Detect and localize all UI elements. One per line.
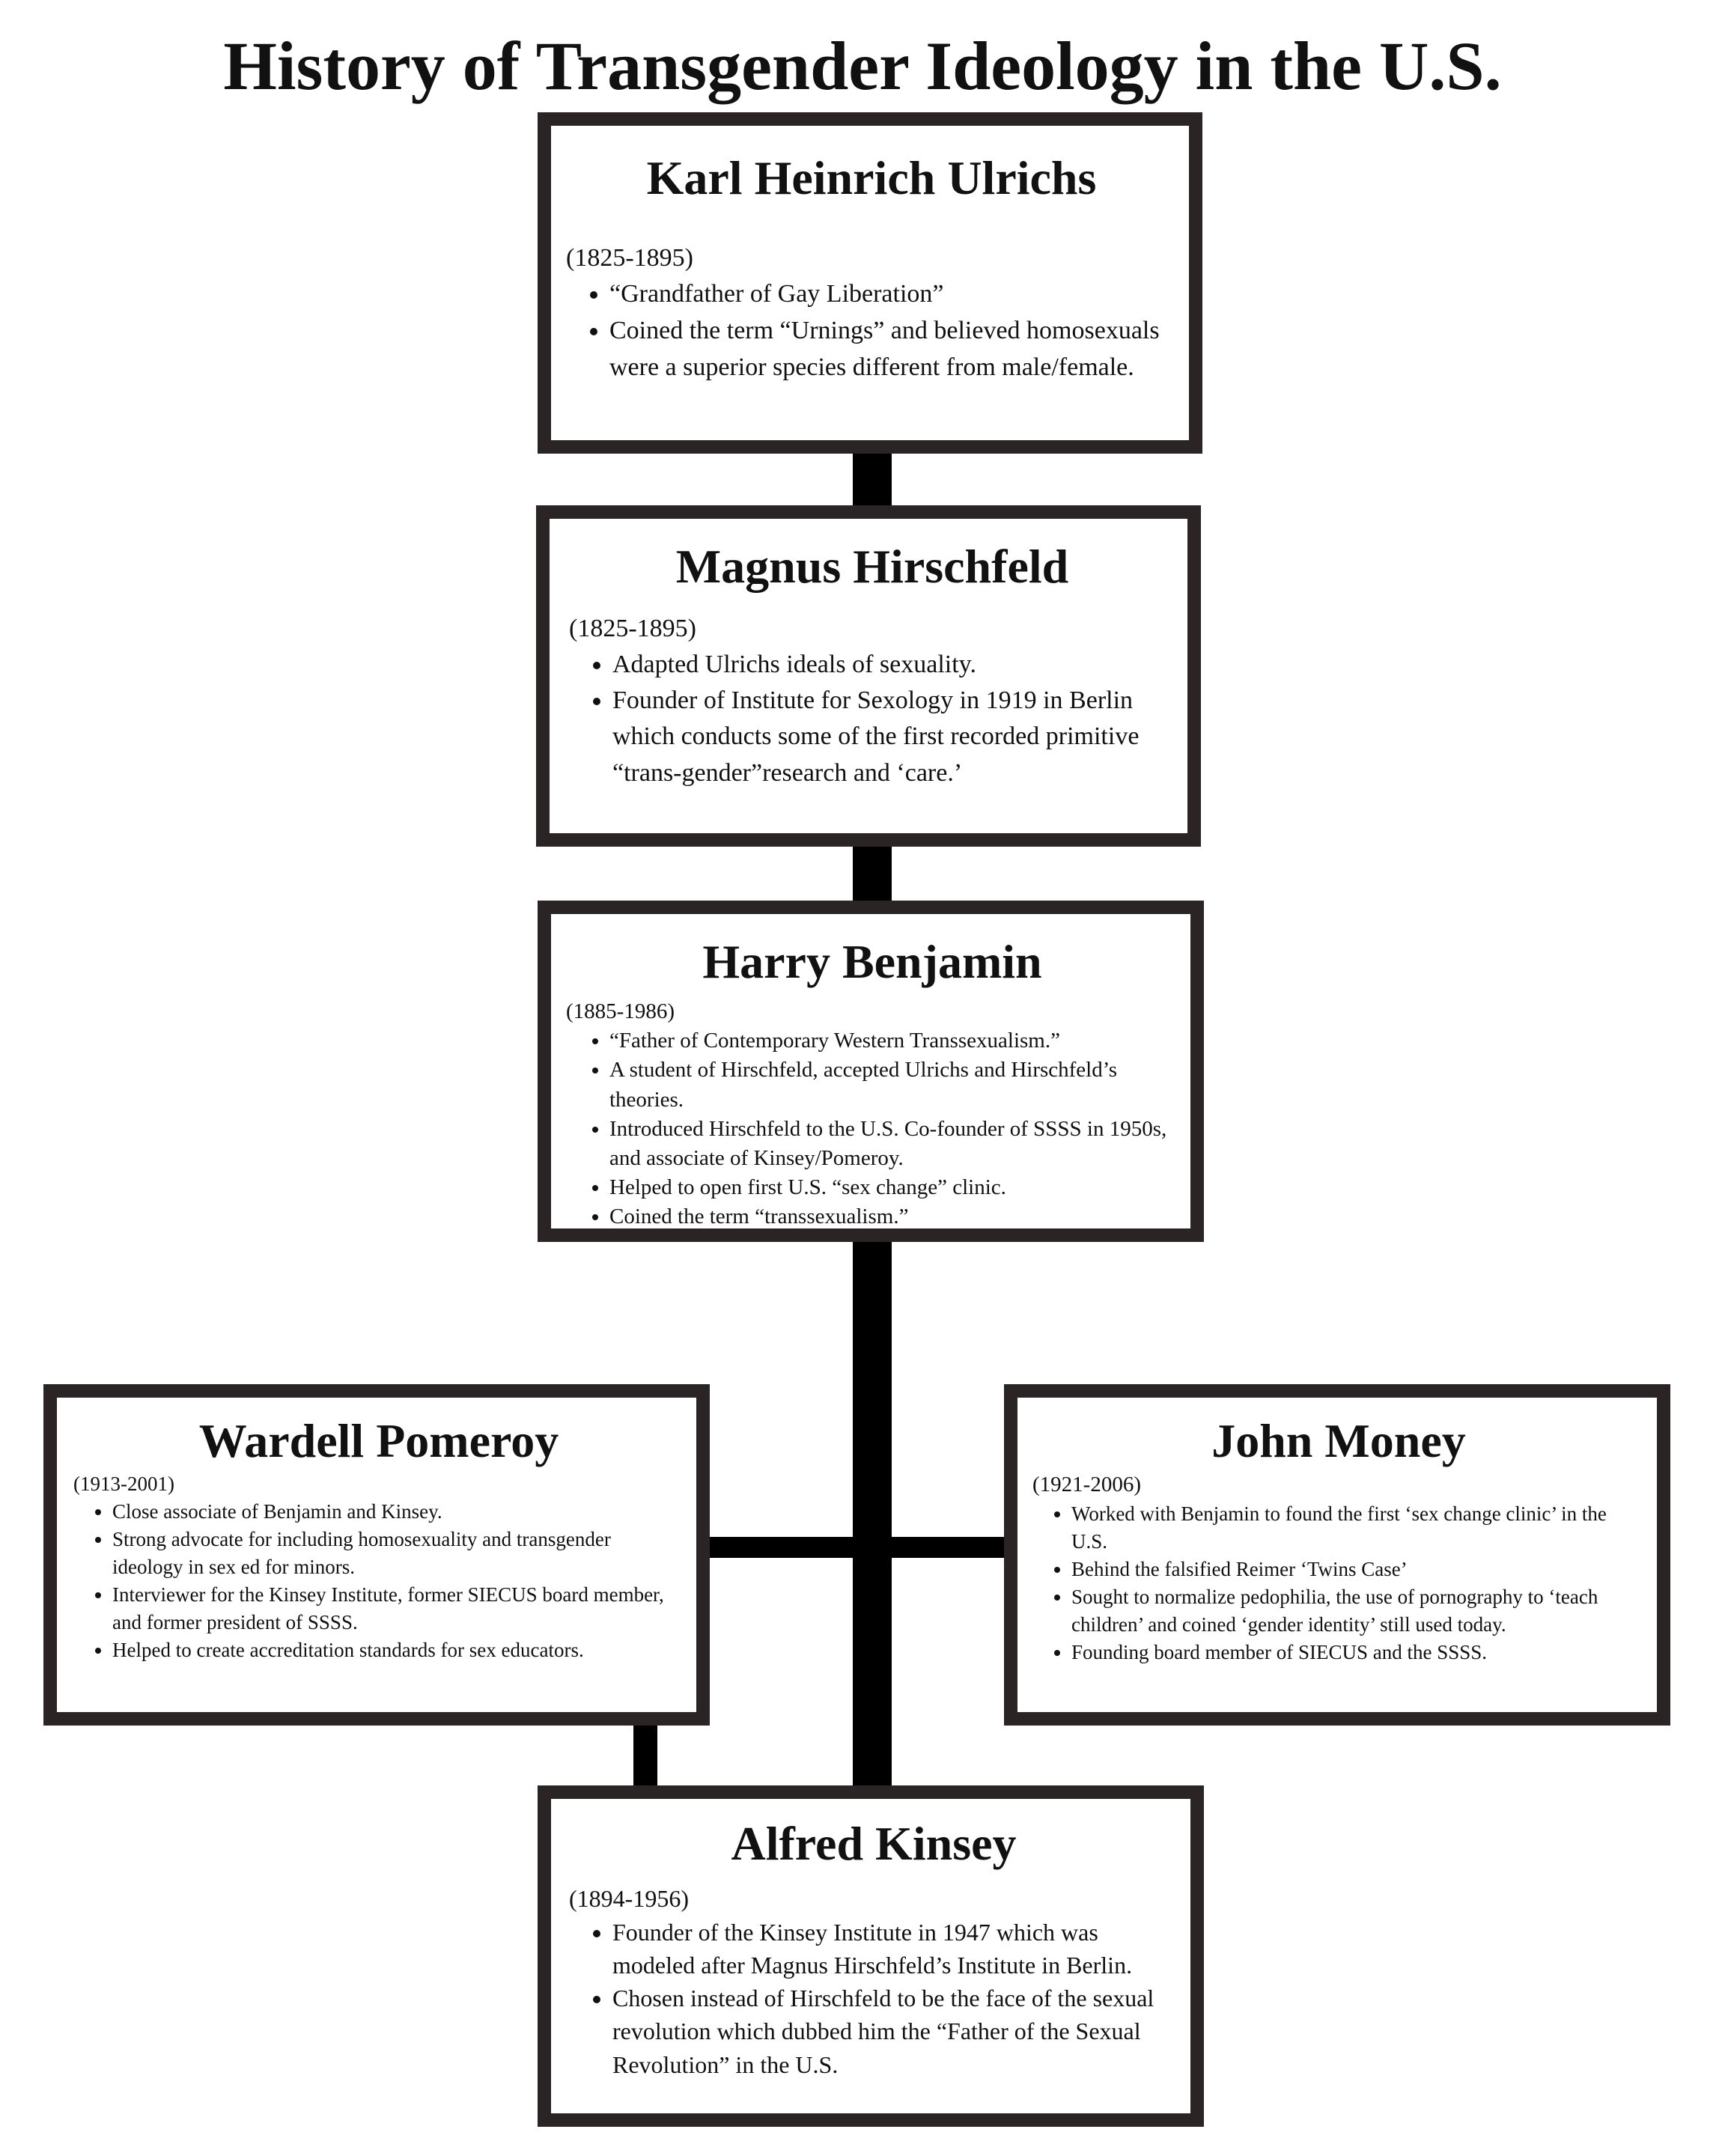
person-box-hirschfeld: Magnus Hirschfeld (1825-1895) Adapted Ul… <box>536 505 1201 847</box>
person-name: John Money <box>1211 1414 1466 1467</box>
bullet-item: Chosen instead of Hirschfeld to be the f… <box>612 1982 1178 2080</box>
bullet-item: Helped to create accreditation standards… <box>112 1636 684 1664</box>
connector-ulrichs-hirschfeld <box>853 454 892 505</box>
person-name: Wardell Pomeroy <box>198 1414 559 1467</box>
person-name: Harry Benjamin <box>702 935 1042 988</box>
bullet-list: Founder of the Kinsey Institute in 1947 … <box>569 1916 1178 2081</box>
bullet-item: Founder of Institute for Sexology in 191… <box>612 683 1175 791</box>
bullet-list: Close associate of Benjamin and Kinsey. … <box>73 1498 684 1664</box>
person-dates: (1921-2006) <box>1032 1473 1141 1497</box>
person-dates: (1913-2001) <box>73 1473 174 1496</box>
connector-pomeroy-money <box>710 1537 1004 1558</box>
bullet-item: Behind the falsified Reimer ‘Twins Case’ <box>1071 1556 1645 1583</box>
person-dates: (1825-1895) <box>569 615 696 643</box>
bullet-item: Worked with Benjamin to found the first … <box>1071 1500 1645 1556</box>
connector-pomeroy-kinsey <box>633 1726 657 1785</box>
person-box-money: John Money (1921-2006) Worked with Benja… <box>1004 1384 1670 1726</box>
connector-hirschfeld-benjamin <box>853 847 892 901</box>
bullet-list: “Grandfather of Gay Liberation” Coined t… <box>566 276 1177 386</box>
person-dates: (1885-1986) <box>566 999 675 1024</box>
page-title: History of Transgender Ideology in the U… <box>223 28 1502 104</box>
bullet-item: Coined the term “Urnings” and believed h… <box>609 313 1177 386</box>
bullet-item: A student of Hirschfeld, accepted Ulrich… <box>609 1056 1178 1114</box>
bullet-item: Interviewer for the Kinsey Institute, fo… <box>112 1581 684 1636</box>
person-box-ulrichs: Karl Heinrich Ulrichs (1825-1895) “Grand… <box>538 112 1202 454</box>
bullet-item: Founder of the Kinsey Institute in 1947 … <box>612 1916 1178 1982</box>
person-name: Karl Heinrich Ulrichs <box>646 151 1097 204</box>
person-dates: (1894-1956) <box>569 1885 689 1913</box>
bullet-list: “Father of Contemporary Western Transsex… <box>566 1026 1178 1231</box>
person-box-benjamin: Harry Benjamin (1885-1986) “Father of Co… <box>538 901 1204 1242</box>
person-dates: (1825-1895) <box>566 244 693 272</box>
bullet-list: Worked with Benjamin to found the first … <box>1032 1500 1645 1666</box>
person-box-pomeroy: Wardell Pomeroy (1913-2001) Close associ… <box>43 1384 710 1726</box>
bullet-item: Close associate of Benjamin and Kinsey. <box>112 1498 684 1526</box>
bullet-item: “Grandfather of Gay Liberation” <box>609 276 1177 313</box>
connector-benjamin-kinsey <box>853 1242 892 1785</box>
person-box-kinsey: Alfred Kinsey (1894-1956) Founder of the… <box>538 1785 1204 2127</box>
bullet-item: Introduced Hirschfeld to the U.S. Co-fou… <box>609 1115 1178 1173</box>
person-name: Magnus Hirschfeld <box>675 540 1069 593</box>
bullet-item: Adapted Ulrichs ideals of sexuality. <box>612 647 1175 683</box>
bullet-item: “Father of Contemporary Western Transsex… <box>609 1026 1178 1056</box>
bullet-item: Strong advocate for including homosexual… <box>112 1526 684 1581</box>
person-name: Alfred Kinsey <box>731 1817 1017 1870</box>
bullet-item: Coined the term “transsexualism.” <box>609 1202 1178 1231</box>
bullet-item: Helped to open first U.S. “sex change” c… <box>609 1173 1178 1202</box>
bullet-item: Founding board member of SIECUS and the … <box>1071 1639 1645 1666</box>
bullet-list: Adapted Ulrichs ideals of sexuality. Fou… <box>569 647 1175 791</box>
bullet-item: Sought to normalize pedophilia, the use … <box>1071 1583 1645 1639</box>
